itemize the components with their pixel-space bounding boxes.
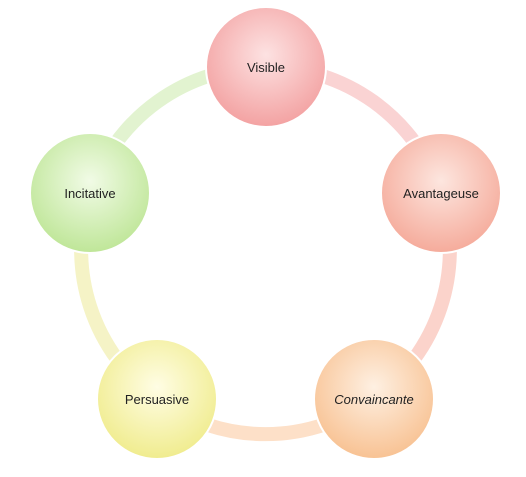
node-label-persuasive: Persuasive	[125, 392, 189, 407]
node-circle	[313, 338, 435, 460]
node-avantageuse: Avantageuse	[380, 132, 502, 254]
node-circle	[29, 132, 151, 254]
node-visible: Visible	[205, 6, 327, 128]
node-label-avantageuse: Avantageuse	[403, 186, 479, 201]
node-persuasive: Persuasive	[96, 338, 218, 460]
node-label-visible: Visible	[247, 60, 285, 75]
node-circle	[96, 338, 218, 460]
node-incitative: Incitative	[29, 132, 151, 254]
node-label-convaincante: Convaincante	[334, 392, 414, 407]
node-label-incitative: Incitative	[64, 186, 115, 201]
node-circle	[205, 6, 327, 128]
node-circle	[380, 132, 502, 254]
node-convaincante: Convaincante	[313, 338, 435, 460]
